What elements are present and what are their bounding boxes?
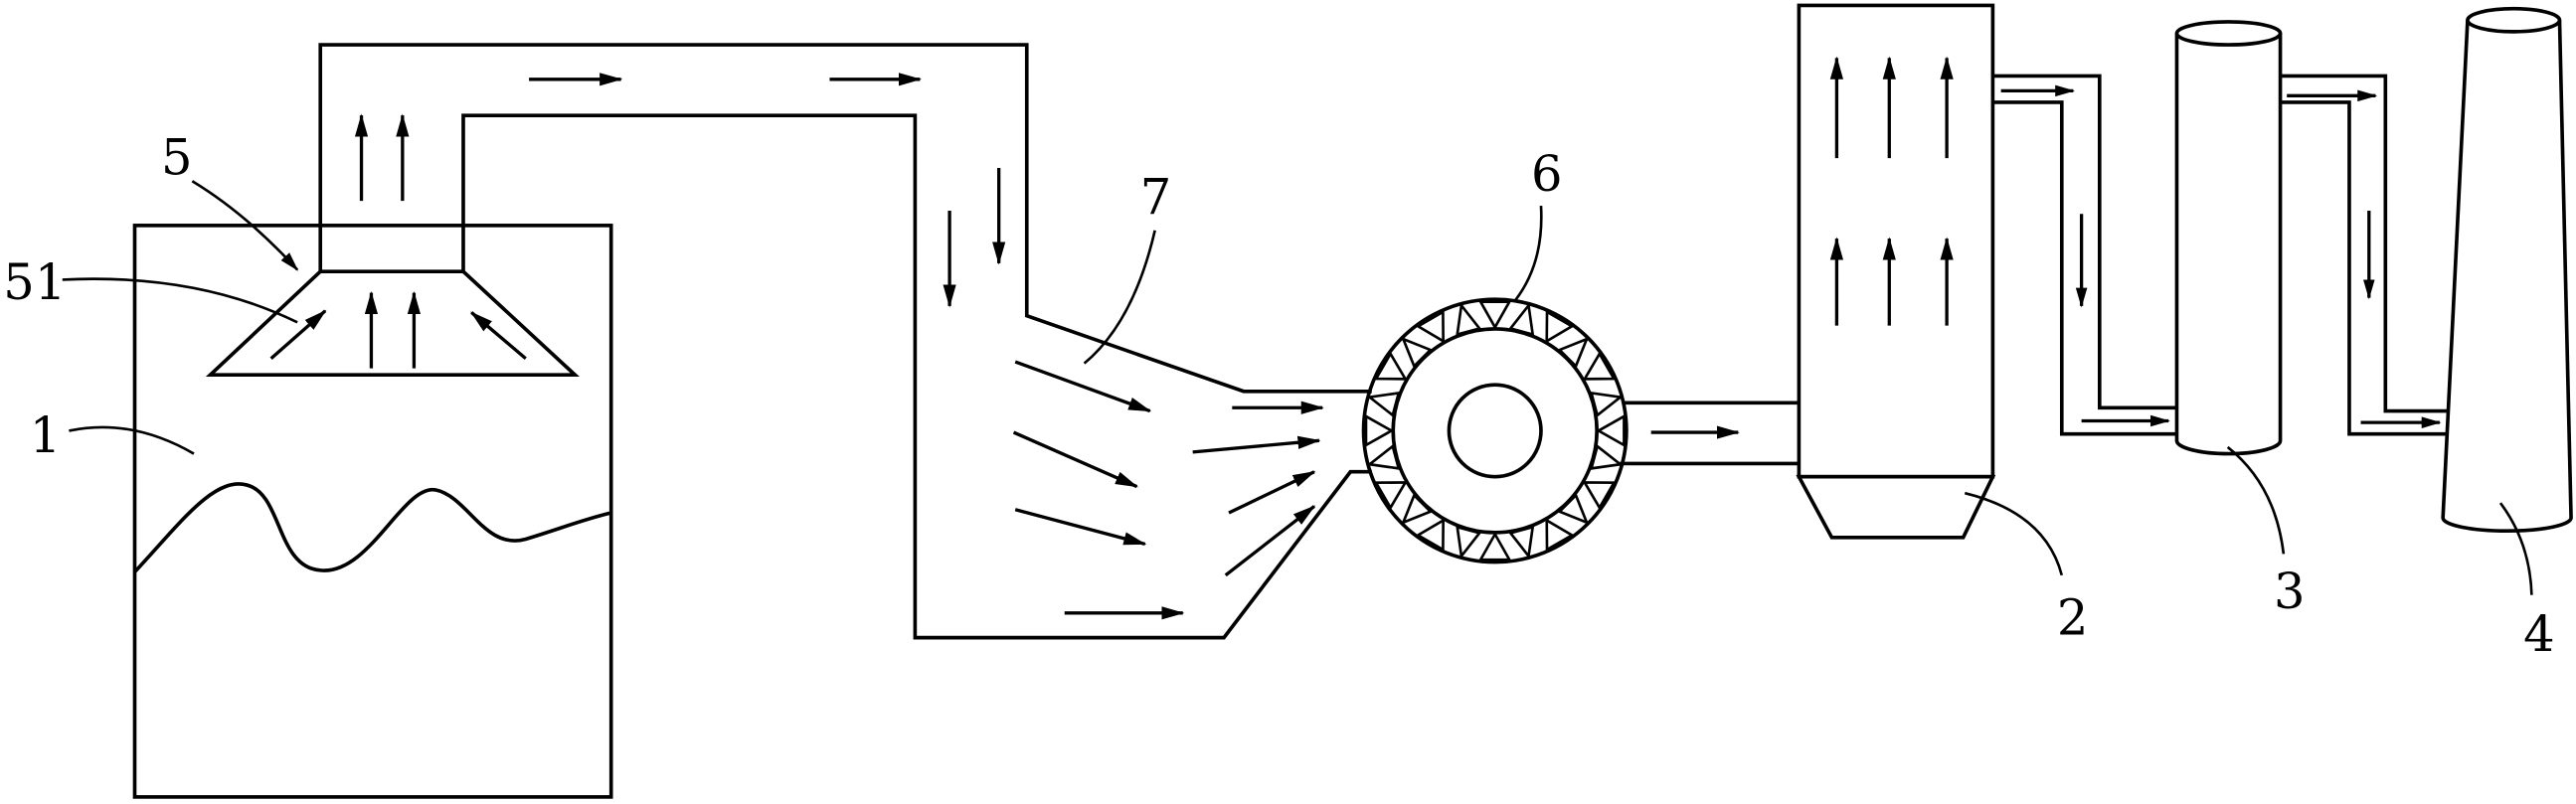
tower xyxy=(1796,3,1996,540)
wheel-tooth xyxy=(1477,531,1512,562)
duct-outer-wall xyxy=(2280,74,2449,413)
wheel-tooth xyxy=(1415,518,1445,553)
duct-outer-wall xyxy=(1992,74,2177,410)
label-hood: 5 xyxy=(161,129,193,187)
tank xyxy=(132,224,613,799)
leader-mixing-zone xyxy=(1083,230,1156,365)
duct-outer-wall xyxy=(318,43,1372,394)
label-cylinder: 3 xyxy=(2274,563,2306,620)
chimney-body xyxy=(2441,20,2573,534)
duct-inner-wall xyxy=(461,113,1372,640)
wheel-tooth xyxy=(1456,525,1482,560)
leader-hood xyxy=(191,180,299,271)
leader-cylinder xyxy=(2226,445,2286,555)
leader-hood-skirt xyxy=(62,277,298,324)
cylinder-top xyxy=(2174,20,2283,47)
wheel-tooth xyxy=(1582,351,1617,381)
mixing-arrow xyxy=(1014,508,1147,547)
wheel-tooth xyxy=(1508,525,1535,560)
wheel-tooth xyxy=(1596,413,1626,448)
wheel-tooth xyxy=(1477,300,1512,331)
wheel-tooth xyxy=(1589,391,1625,418)
hood-inflow-arrow-left xyxy=(269,309,327,360)
hood xyxy=(205,269,580,378)
wheel-tooth xyxy=(1545,518,1575,553)
mixing-zone xyxy=(1012,360,1324,620)
cylinder xyxy=(2174,20,2283,456)
wheel-tooth xyxy=(1401,493,1434,526)
tower-hopper xyxy=(1796,474,1996,540)
duct-to-tower xyxy=(1620,401,1800,466)
mixing-arrow xyxy=(1224,505,1316,577)
hood-skirt xyxy=(205,269,580,378)
wheel-outer-ring xyxy=(1361,297,1629,564)
leader-fan-wheel xyxy=(1513,205,1543,302)
wheel-tooth xyxy=(1364,413,1395,448)
wheel-tooth xyxy=(1415,309,1445,344)
label-hood-skirt: 51 xyxy=(3,253,66,311)
duct-inner-wall xyxy=(1992,100,2177,436)
wheel-tooth xyxy=(1557,493,1590,526)
mixing-arrow xyxy=(1192,435,1321,454)
wheel-tooth xyxy=(1366,391,1401,418)
label-tank: 1 xyxy=(30,406,62,464)
leader-tank xyxy=(69,425,195,455)
wheel-tooth xyxy=(1456,302,1482,337)
duct-inner-wall xyxy=(2280,100,2447,436)
reference-labels: 5 51 1 7 6 2 3 4 xyxy=(3,129,2554,663)
tower-body xyxy=(1797,3,1995,479)
label-chimney: 4 xyxy=(2523,605,2555,663)
mixing-arrow xyxy=(1012,430,1138,489)
label-mixing-zone: 7 xyxy=(1140,168,1172,226)
wheel-tooth xyxy=(1545,309,1575,344)
wheel-teeth xyxy=(1364,300,1626,562)
tank-body xyxy=(132,224,613,799)
duct-to-chimney xyxy=(2280,74,2449,436)
liquid-surface-wave xyxy=(133,482,612,573)
mixing-arrow xyxy=(1014,360,1152,413)
wheel-tooth xyxy=(1589,443,1625,470)
wheel-tooth xyxy=(1582,481,1617,511)
cylinder-body xyxy=(2174,33,2283,456)
wheel-tooth xyxy=(1508,302,1535,337)
wheel-tooth xyxy=(1401,336,1434,369)
wheel-tooth xyxy=(1373,481,1408,511)
label-tower: 2 xyxy=(2057,588,2089,646)
mixing-arrow xyxy=(1228,470,1316,515)
duct-to-cylinder xyxy=(1992,74,2177,436)
wheel-hub xyxy=(1447,383,1543,479)
hood-inflow-arrow-right xyxy=(469,311,527,360)
leader-tower xyxy=(1964,491,2064,576)
leader-lines xyxy=(62,180,2533,595)
wheel-tooth xyxy=(1373,351,1408,381)
fan-wheel xyxy=(1361,297,1629,564)
chimney xyxy=(2441,6,2573,534)
wheel-inner-ring xyxy=(1391,327,1599,535)
label-fan-wheel: 6 xyxy=(1531,145,1563,203)
wheel-tooth xyxy=(1366,443,1401,470)
leader-chimney xyxy=(2498,502,2533,595)
wheel-tooth xyxy=(1557,336,1590,369)
main-duct xyxy=(318,43,1372,640)
chimney-top xyxy=(2466,6,2562,34)
